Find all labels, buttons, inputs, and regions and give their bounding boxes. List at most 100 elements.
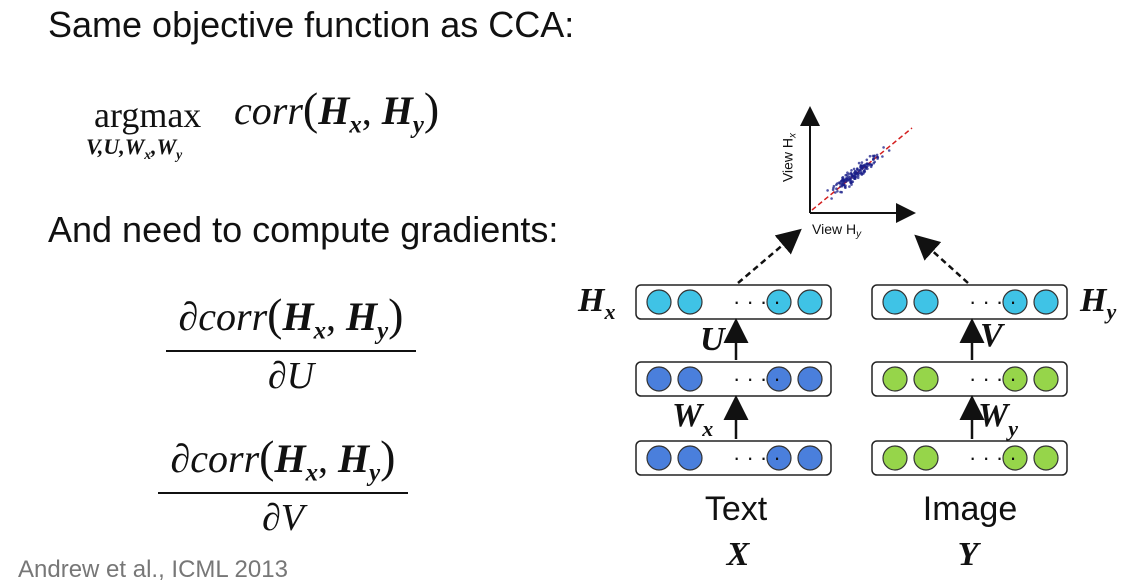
- scatter-point: [835, 183, 838, 186]
- scatter-point: [840, 190, 843, 194]
- scatter-point: [848, 178, 851, 181]
- objective-expression: corr(Hx, Hy): [234, 83, 440, 139]
- scatter-point: [864, 165, 867, 169]
- neuron-unit: [646, 366, 672, 392]
- neuron-unit: [913, 289, 939, 315]
- neuron-unit: [797, 445, 823, 471]
- ellipsis: · · · ·: [733, 366, 781, 391]
- ellipsis: · · · ·: [733, 289, 781, 314]
- scatter-point: [850, 173, 853, 176]
- image-view-caption: Image: [922, 490, 1018, 528]
- neuron-unit: [882, 289, 908, 315]
- network-units: [646, 289, 1059, 471]
- text-variable: X: [726, 536, 750, 573]
- argmax-subscript: V,U,Wx,Wy: [86, 134, 183, 162]
- scatter-point: [830, 197, 833, 200]
- scatter-point: [870, 163, 873, 167]
- scatter-points: [826, 146, 891, 200]
- scatter-point: [853, 175, 857, 178]
- scatter-point: [873, 160, 876, 164]
- left-projection-arrow: [737, 228, 802, 284]
- neuron-unit: [766, 289, 792, 315]
- scatter-point: [856, 176, 860, 180]
- neuron-unit: [646, 445, 672, 471]
- scatter-point: [865, 162, 868, 166]
- scatter-point: [865, 158, 869, 162]
- gradients-heading: And need to compute gradients:: [48, 209, 559, 250]
- gradient-numerator: ∂corr(Hx, Hy): [158, 430, 408, 494]
- neuron-unit: [677, 289, 703, 315]
- scatter-point: [859, 172, 863, 175]
- scatter-point: [863, 169, 866, 173]
- scatter-point: [862, 172, 865, 175]
- gradient-fraction-u: ∂corr(Hx, Hy) ∂U: [166, 288, 416, 398]
- scatter-point: [876, 157, 879, 160]
- gradient-numerator: ∂corr(Hx, Hy): [166, 288, 416, 352]
- scatter-point: [850, 181, 853, 184]
- neuron-unit: [882, 366, 908, 392]
- scatter-point: [848, 185, 851, 188]
- gradient-fraction-v: ∂corr(Hx, Hy) ∂V: [158, 430, 408, 540]
- scatter-point: [850, 169, 853, 172]
- scatter-point: [882, 146, 885, 149]
- scatter-point: [860, 170, 863, 173]
- scatter-point: [836, 190, 839, 193]
- scatter-point: [839, 182, 842, 186]
- scatter-point: [841, 183, 845, 186]
- weight-wy-label: Wy: [978, 397, 1018, 441]
- slide-title: Same objective function as CCA:: [48, 4, 575, 45]
- neuron-unit: [1002, 289, 1028, 315]
- neuron-unit: [1002, 366, 1028, 392]
- scatter-point: [868, 162, 871, 166]
- scatter-point: [857, 161, 861, 165]
- scatter-point: [887, 149, 891, 152]
- scatter-point: [826, 189, 829, 192]
- argmax-operator: argmax: [94, 95, 202, 135]
- neuron-unit: [797, 366, 823, 392]
- ellipsis: · · · ·: [733, 445, 781, 470]
- scatter-point: [834, 191, 837, 194]
- ellipsis: · · · ·: [969, 366, 1017, 391]
- neuron-unit: [1033, 366, 1059, 392]
- scatter-point: [875, 153, 879, 157]
- scatter-point: [861, 164, 864, 168]
- neuron-unit: [1033, 445, 1059, 471]
- scatter-point: [860, 161, 864, 164]
- scatter-point: [841, 178, 844, 182]
- scatter-point: [844, 180, 848, 183]
- scatter-point: [841, 176, 845, 179]
- right-projection-arrow: [914, 234, 969, 284]
- neuron-unit: [766, 366, 792, 392]
- text-view-caption: Text: [704, 490, 768, 528]
- scatter-point: [832, 186, 835, 190]
- scatter-point: [856, 167, 859, 170]
- weight-wx-label: Wx: [672, 397, 714, 441]
- left-output-label: Hx: [578, 282, 616, 324]
- citation: Andrew et al., ICML 2013: [18, 556, 288, 583]
- scatter-point: [853, 173, 857, 176]
- scatter-point: [868, 154, 872, 158]
- scatter-x-label: View Hy: [812, 221, 862, 240]
- ellipsis: · · · ·: [969, 289, 1017, 314]
- gradient-denominator: ∂V: [262, 496, 304, 539]
- scatter-point: [844, 178, 848, 181]
- scatter-point: [852, 167, 856, 171]
- neuron-unit: [913, 366, 939, 392]
- scatter-point: [847, 172, 851, 176]
- neuron-unit: [797, 289, 823, 315]
- scatter-y-label: View Hx: [779, 132, 799, 183]
- scatter-point: [835, 187, 838, 190]
- scatter-point: [844, 184, 847, 187]
- scatter-point: [853, 169, 857, 173]
- ellipsis: · · · ·: [969, 445, 1017, 470]
- neuron-unit: [913, 445, 939, 471]
- scatter-point: [839, 185, 842, 188]
- gradient-denominator: ∂U: [267, 354, 315, 397]
- scatter-point: [857, 169, 861, 173]
- neuron-unit: [882, 445, 908, 471]
- neuron-unit: [1002, 445, 1028, 471]
- right-output-label: Hy: [1080, 282, 1117, 324]
- scatter-point: [881, 155, 884, 158]
- scatter-point: [872, 158, 875, 161]
